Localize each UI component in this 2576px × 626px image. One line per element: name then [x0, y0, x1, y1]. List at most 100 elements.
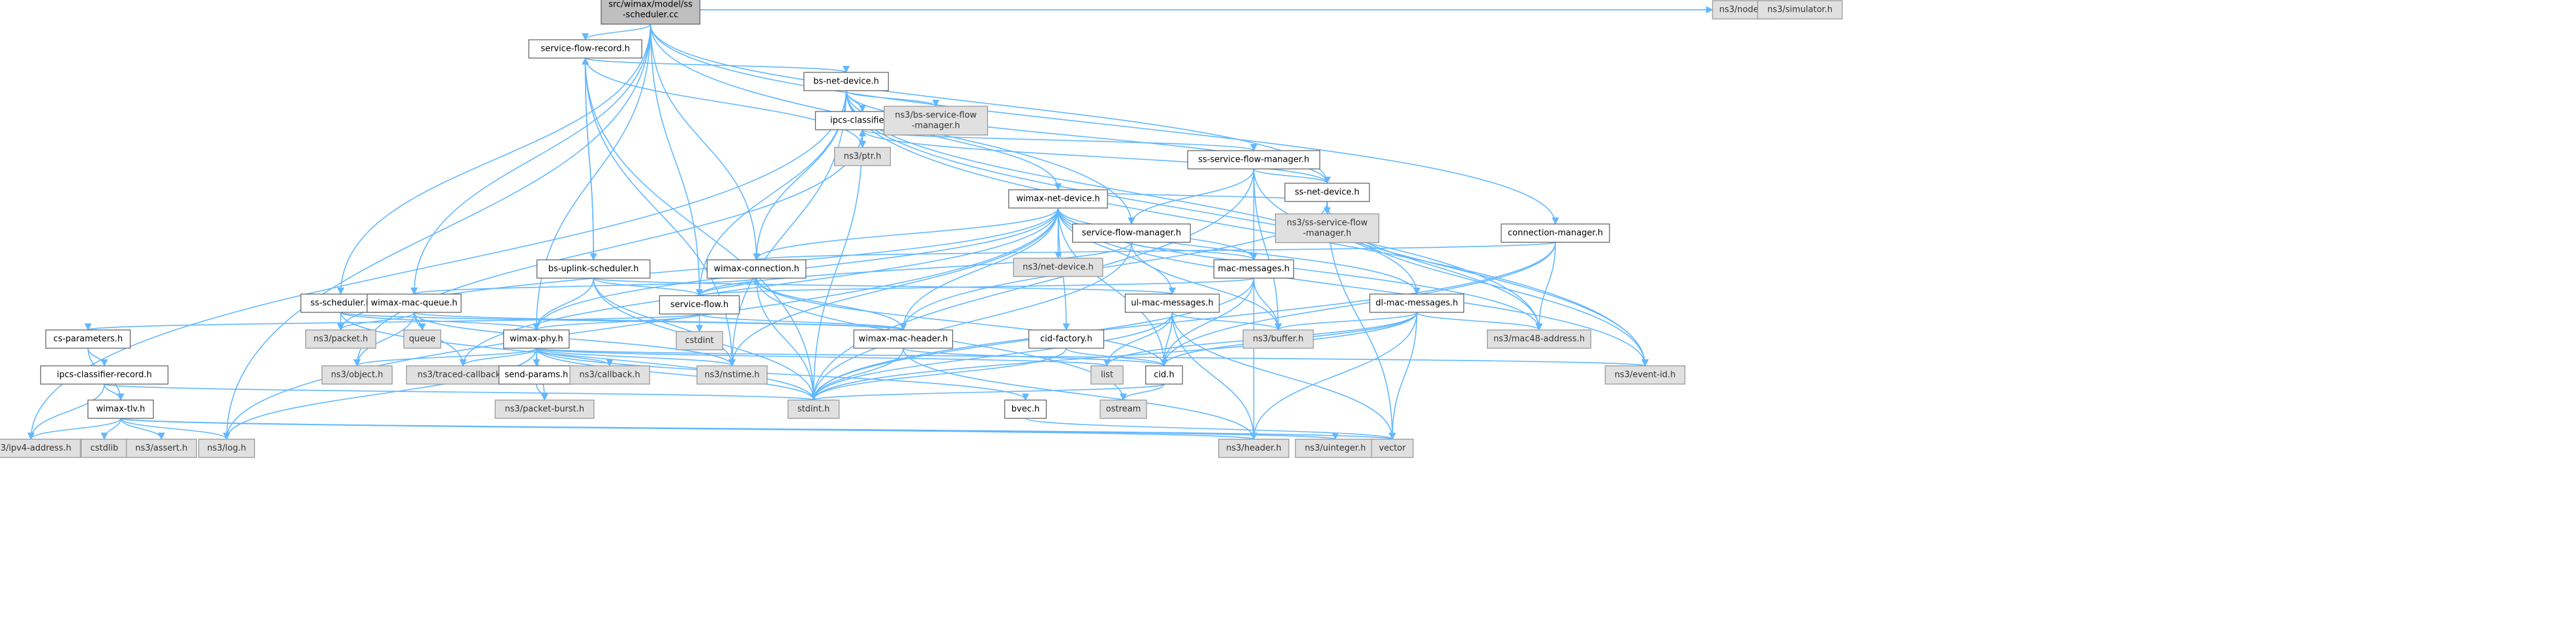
- edge-wconn-stdint: [756, 278, 818, 401]
- edge-wconn-wmq: [410, 277, 757, 295]
- node-label: ns3/bs-service-flow: [895, 111, 977, 121]
- node-label: ns3/buffer.h: [1253, 335, 1304, 344]
- node-bsnet[interactable]: bs-net-device.h: [803, 72, 889, 91]
- node-cidf[interactable]: cid-factory.h: [1028, 329, 1105, 349]
- node-label: ns3/header.h: [1226, 443, 1281, 453]
- node-sflow[interactable]: service-flow.h: [659, 295, 740, 315]
- node-wmq[interactable]: wimax-mac-queue.h: [367, 293, 462, 313]
- node-wtlv[interactable]: wimax-tlv.h: [87, 399, 154, 419]
- edge-wtlv-vector: [120, 417, 1396, 440]
- edge-cidf-stdint: [809, 348, 1067, 401]
- node-box: [1242, 329, 1314, 349]
- node-wconn[interactable]: wimax-connection.h: [706, 259, 807, 279]
- edge-bsnet-bssfm: [845, 90, 940, 108]
- node-label: ss-scheduler.h: [310, 299, 371, 308]
- node-eventid: ns3/event-id.h: [1604, 365, 1686, 385]
- node-box: [536, 259, 651, 279]
- node-label: -scheduler.cc: [623, 10, 679, 20]
- edge-wtlv-cstdlib: [100, 418, 121, 440]
- node-sfm[interactable]: service-flow-manager.h: [1072, 223, 1191, 243]
- edge-macmsg-cid: [1160, 278, 1255, 367]
- node-label: ss-net-device.h: [1295, 188, 1359, 198]
- node-pburst: ns3/packet-burst.h: [494, 399, 595, 419]
- edge-cid-ostream: [1119, 383, 1165, 401]
- node-macmsg[interactable]: mac-messages.h: [1213, 259, 1295, 279]
- edge-wphy-traced: [459, 348, 537, 367]
- edge-root-sflow: [650, 23, 704, 297]
- node-label: cs-parameters.h: [53, 335, 123, 344]
- node-ipcsrec[interactable]: ipcs-classifier-record.h: [40, 365, 169, 385]
- node-mac48: ns3/mac48-address.h: [1486, 329, 1591, 349]
- node-label: ns3/callback.h: [579, 370, 640, 380]
- node-bvec[interactable]: bvec.h: [1004, 399, 1047, 419]
- node-header: ns3/header.h: [1218, 438, 1289, 458]
- edge-wphy-log: [222, 348, 537, 440]
- node-box: [494, 399, 595, 419]
- edge-wphy-list: [535, 348, 1111, 367]
- edge-wnd-wconn: [753, 207, 1059, 261]
- node-root[interactable]: src/wimax/model/ss-scheduler.cc: [601, 0, 700, 25]
- node-connmgr[interactable]: connection-manager.h: [1501, 223, 1610, 243]
- node-sfrec[interactable]: service-flow-record.h: [528, 39, 642, 59]
- edges: [27, 6, 1759, 440]
- node-sssfm[interactable]: ss-service-flow-manager.h: [1187, 150, 1321, 170]
- node-box: [305, 329, 376, 349]
- node-box: [1008, 189, 1108, 209]
- node-box: [696, 365, 768, 385]
- node-log: ns3/log.h: [198, 438, 255, 458]
- node-dlmac[interactable]: dl-mac-messages.h: [1369, 293, 1465, 313]
- node-label: cstdint: [685, 336, 713, 346]
- node-ptr: ns3/ptr.h: [834, 147, 891, 166]
- node-ulmac[interactable]: ul-mac-messages.h: [1124, 293, 1220, 313]
- node-label: service-flow-record.h: [541, 44, 630, 54]
- node-cstdint: cstdint: [676, 331, 723, 351]
- node-box: [676, 331, 723, 351]
- node-label: wimax-tlv.h: [96, 404, 145, 414]
- node-label: bs-uplink-scheduler.h: [548, 264, 639, 274]
- node-label: list: [1101, 370, 1113, 380]
- node-label: ns3/traced-callback.h: [417, 370, 509, 380]
- node-wnd[interactable]: wimax-net-device.h: [1008, 189, 1108, 209]
- edge-wmh-header: [903, 348, 1258, 440]
- node-label: -manager.h: [912, 121, 960, 131]
- node-stdint: stdint.h: [787, 399, 840, 419]
- edge-ulmac-cid: [1160, 312, 1173, 367]
- node-label: ns3/ss-service-flow: [1287, 218, 1368, 228]
- edge-sflow-csparams: [85, 313, 700, 331]
- node-box: [1371, 438, 1414, 458]
- edge-wmh-stdint: [809, 348, 904, 401]
- node-wphy[interactable]: wimax-phy.h: [503, 329, 570, 349]
- edge-sflow-wmh: [698, 313, 907, 331]
- node-box: [1501, 223, 1610, 243]
- node-list: list: [1090, 365, 1124, 385]
- node-box: [569, 365, 650, 385]
- edge-ulmac-buffer: [1171, 312, 1282, 331]
- node-cid[interactable]: cid.h: [1145, 365, 1183, 385]
- node-label: ostream: [1106, 404, 1141, 414]
- node-wmh[interactable]: wimax-mac-header.h: [853, 329, 953, 349]
- node-nsssfm: ns3/ss-service-flow-manager.h: [1275, 213, 1380, 243]
- node-vector: vector: [1371, 438, 1414, 458]
- edge-dlmac-mac48: [1416, 312, 1543, 331]
- node-box: [1100, 399, 1147, 419]
- edge-bsup-sfrec: [581, 57, 594, 260]
- edge-wnd-wmh: [899, 207, 1059, 331]
- node-label: wimax-mac-header.h: [859, 335, 948, 344]
- node-box: [198, 438, 255, 458]
- node-box: [803, 72, 889, 91]
- node-sendp[interactable]: send-params.h: [498, 365, 575, 385]
- edge-wnd-nstime: [728, 207, 1059, 367]
- node-box: [126, 438, 197, 458]
- node-ssnet[interactable]: ss-net-device.h: [1284, 183, 1370, 202]
- node-box: [1295, 438, 1376, 458]
- edge-dlmac-vector: [1388, 312, 1418, 440]
- node-ostream: ostream: [1100, 399, 1147, 419]
- edge-sfrec-bsnet: [584, 57, 850, 74]
- node-bsup[interactable]: bs-uplink-scheduler.h: [536, 259, 651, 279]
- node-object: ns3/object.h: [322, 365, 393, 385]
- node-box: [1013, 258, 1103, 277]
- node-csparams[interactable]: cs-parameters.h: [45, 329, 131, 349]
- node-box: [403, 329, 442, 349]
- edge-ipcsrec-ipv4: [27, 383, 105, 440]
- edge-ulmac-header: [1171, 312, 1258, 440]
